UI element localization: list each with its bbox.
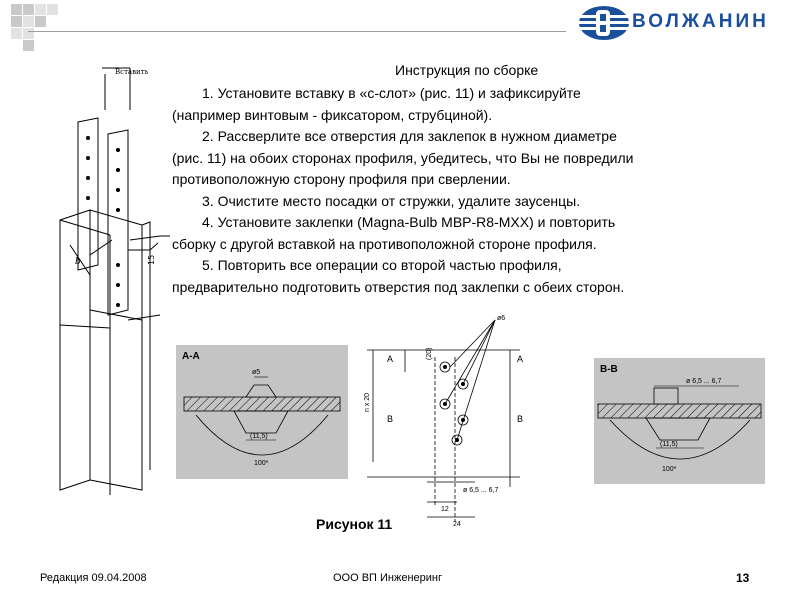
instruction-line: 4. Установите заклепки (Magna-Bulb MBP-R… bbox=[202, 214, 616, 230]
instructions-title: Инструкция по сборке bbox=[395, 62, 539, 78]
instruction-line: 3. Очистите место посадки от стружки, уд… bbox=[202, 192, 581, 209]
section-aa-panel: A-A ø5 (11,5) 100* bbox=[176, 345, 348, 479]
instruction-line: сборку с другой вставкой на противополож… bbox=[172, 235, 597, 252]
instruction-line: противоположную сторону профиля при свер… bbox=[172, 171, 511, 187]
section-aa-label: A-A bbox=[182, 351, 200, 362]
section-b-left-label: B bbox=[387, 414, 393, 424]
bb-drill-dimension: ø 6,5 ... 6,7 bbox=[686, 378, 722, 385]
dimension-20-label: (20) bbox=[426, 348, 433, 360]
footer-revision: Редакция 09.04.2008 bbox=[40, 572, 147, 584]
section-bb-label: B-B bbox=[600, 364, 618, 375]
instruction-line: 5. Повторить все операции со второй част… bbox=[202, 257, 562, 273]
header-rule bbox=[28, 31, 566, 32]
dimension-b-label: b bbox=[75, 257, 81, 267]
section-aa-drawing: ø5 (11,5) 100* bbox=[183, 369, 341, 467]
instruction-line: предварительно подготовить отверстия под… bbox=[172, 278, 625, 295]
section-bb-panel: B-B ø 6,5 ... 6,7 (11,5) 100* bbox=[594, 358, 765, 484]
section-a-left-label: A bbox=[387, 354, 393, 364]
instruction-line: (рис. 11) на обоих сторонах профиля, убе… bbox=[172, 149, 634, 166]
insert-label: Вставить bbox=[115, 68, 149, 76]
dimension-24-label: 24 bbox=[453, 521, 461, 528]
logo-emblem-icon bbox=[578, 6, 630, 40]
figure-caption: Рисунок 11 bbox=[316, 516, 393, 532]
aa-radius-dimension: 100* bbox=[254, 460, 269, 467]
bb-width-dimension: (11,5) bbox=[660, 441, 678, 448]
footer-company: ООО ВП Инженеринг bbox=[333, 572, 443, 584]
section-a-right-label: A bbox=[517, 354, 523, 364]
instruction-line: (например винтовым - фиксатором, струбци… bbox=[172, 106, 493, 123]
dimension-12-label: 12 bbox=[441, 506, 449, 513]
logo-text: ВОЛЖАНИН bbox=[632, 11, 769, 32]
instruction-line: 1. Установите вставку в «с-слот» (рис. 1… bbox=[202, 85, 581, 101]
aa-width-dimension: (11,5) bbox=[250, 433, 268, 440]
center-hole-pattern-drawing: ø6 A A B B (20) n x 20 ø 6,5 ... 6,7 12 … bbox=[364, 315, 523, 528]
left-profile-drawing: Вставить b 15 bbox=[59, 67, 170, 495]
drill-diameter-label: ø 6,5 ... 6,7 bbox=[463, 487, 499, 494]
aa-hole-dimension: ø5 bbox=[252, 369, 260, 376]
section-b-right-label: B bbox=[517, 414, 523, 424]
dimension-nx20-label: n x 20 bbox=[364, 393, 371, 412]
hole-diameter-label: ø6 bbox=[497, 315, 505, 322]
dimension-15-label: 15 bbox=[147, 255, 156, 265]
instructions-body: 1. Установите вставку в «с-слот» (рис. 1… bbox=[172, 83, 772, 298]
page-number: 13 bbox=[736, 571, 750, 585]
bb-radius-dimension: 100* bbox=[662, 466, 677, 473]
section-bb-drawing: ø 6,5 ... 6,7 (11,5) 100* bbox=[597, 378, 762, 473]
instruction-line: 2. Рассверлите все отверстия для заклепо… bbox=[202, 128, 617, 144]
